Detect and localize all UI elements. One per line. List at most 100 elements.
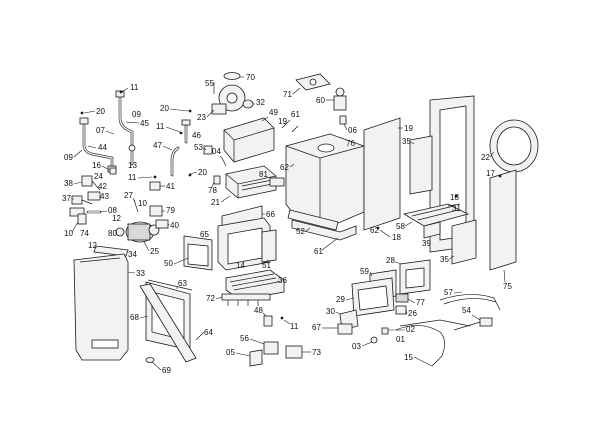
callout-04: 04	[212, 147, 221, 156]
callout-14: 14	[236, 261, 245, 270]
callout-54: 54	[462, 306, 471, 315]
fitting-74	[77, 213, 87, 225]
callout-60: 60	[316, 96, 325, 105]
part-17	[498, 174, 502, 178]
screws-18	[376, 194, 458, 230]
callout-68: 68	[130, 313, 139, 322]
panel-35b	[451, 219, 477, 265]
callout-67: 67	[312, 323, 321, 332]
part-31	[447, 203, 461, 207]
callout-35b: 35	[440, 255, 449, 264]
callout-49: 49	[269, 108, 278, 117]
valve-37	[69, 195, 93, 217]
callout-37: 37	[62, 194, 71, 203]
callout-11b: 11	[156, 122, 165, 131]
heat-exchanger-21	[225, 165, 277, 199]
gasket-32	[242, 99, 254, 109]
sensor-54	[453, 317, 493, 331]
callout-57: 57	[444, 288, 453, 297]
fan-23	[211, 84, 246, 115]
callout-17: 17	[486, 169, 495, 178]
callout-20b: 20	[160, 104, 169, 113]
valve-60	[333, 87, 347, 111]
callout-64: 64	[204, 328, 213, 337]
manifold-72	[221, 293, 271, 306]
callout-29: 29	[336, 295, 345, 304]
part-69	[145, 357, 155, 363]
callout-19b: 19	[404, 124, 413, 133]
callout-45: 45	[140, 119, 149, 128]
callout-81: 81	[259, 170, 268, 179]
callout-06: 06	[348, 126, 357, 135]
tray-58	[402, 203, 470, 227]
panel-51	[261, 229, 277, 263]
part-40	[155, 219, 169, 229]
panel-35a	[409, 135, 433, 195]
nut-16	[109, 167, 117, 175]
part-56	[263, 341, 279, 355]
callout-51: 51	[262, 261, 271, 270]
callout-12b: 12	[88, 241, 97, 250]
callout-77: 77	[416, 298, 425, 307]
callout-27: 27	[124, 191, 133, 200]
callout-12: 12	[112, 214, 121, 223]
part-06	[339, 115, 347, 125]
callout-50: 50	[164, 259, 173, 268]
callout-73: 73	[312, 348, 321, 357]
callout-09b: 09	[64, 153, 73, 162]
callout-32: 32	[256, 98, 265, 107]
control-panel-29	[351, 277, 395, 317]
callout-28: 28	[386, 256, 395, 265]
side-panel-19	[363, 117, 401, 231]
callout-71: 71	[283, 90, 292, 99]
side-panel-19b	[291, 125, 299, 133]
callout-03: 03	[352, 342, 361, 351]
callout-19: 19	[278, 117, 287, 126]
screw-11d	[280, 316, 284, 320]
callout-63: 63	[178, 279, 187, 288]
callout-25: 25	[150, 247, 159, 256]
callout-36: 36	[278, 276, 287, 285]
part-79	[149, 205, 163, 217]
panel-50	[187, 243, 209, 267]
part-53	[203, 145, 213, 155]
cover-64	[139, 283, 197, 363]
tube-57	[439, 294, 501, 311]
callout-20c: 20	[198, 168, 207, 177]
part-81	[269, 177, 285, 187]
cable-01	[399, 319, 471, 327]
part-03	[370, 336, 378, 344]
part-41	[149, 175, 161, 191]
part-77	[395, 293, 409, 303]
part-04	[221, 157, 227, 167]
callout-34: 34	[128, 250, 137, 259]
expansion-tank-22	[489, 119, 539, 173]
callout-11c: 11	[128, 173, 137, 182]
callout-10b: 10	[64, 229, 73, 238]
callout-61: 61	[291, 110, 300, 119]
callout-31: 31	[452, 204, 461, 213]
callout-13: 13	[128, 161, 137, 170]
callout-44: 44	[98, 143, 107, 152]
callout-22: 22	[481, 153, 490, 162]
part-39	[423, 221, 441, 239]
callout-10: 10	[138, 199, 147, 208]
callout-11: 11	[130, 83, 139, 92]
callout-78: 78	[208, 186, 217, 195]
callout-72: 72	[206, 294, 215, 303]
part-61a	[281, 119, 291, 129]
callout-58: 58	[396, 222, 405, 231]
cable-15	[395, 325, 445, 367]
part-67	[337, 323, 353, 335]
callout-24: 24	[94, 172, 103, 181]
callout-56: 56	[240, 334, 249, 343]
callout-47: 47	[153, 141, 162, 150]
part-26	[395, 305, 407, 315]
gasket-71	[295, 73, 331, 91]
callout-80: 80	[108, 229, 117, 238]
callout-70: 70	[246, 73, 255, 82]
callout-07: 07	[96, 126, 105, 135]
box-14	[217, 217, 271, 271]
callouts: 11 55 70 71 60 20 09 45 07 13 44 09 16 2…	[62, 73, 512, 375]
